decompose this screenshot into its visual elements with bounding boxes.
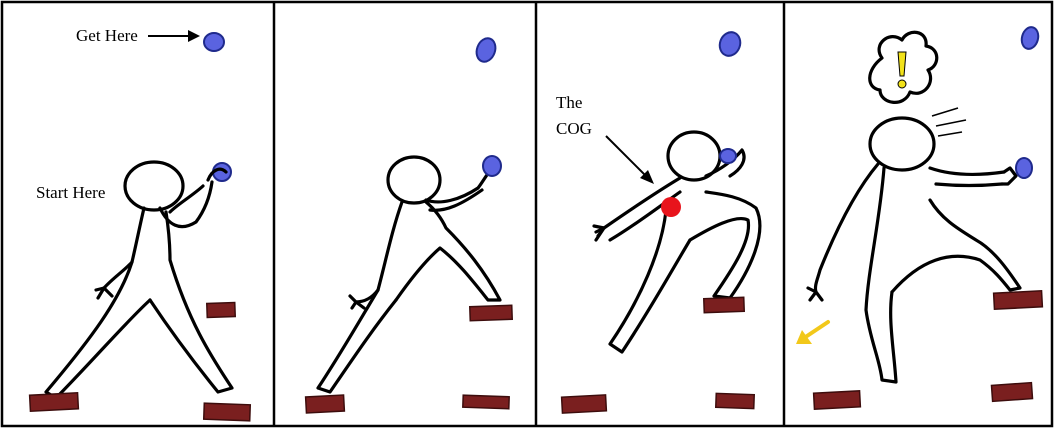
ledge [704,297,744,312]
ledge [207,303,235,318]
hand-hold [1016,158,1032,178]
ledge [991,383,1032,402]
start-here-label: Start Here [36,183,105,202]
hand-hold [720,149,736,163]
ledge [470,305,512,320]
ledge [306,395,345,413]
ledge [204,403,251,421]
ledge [814,391,861,409]
top-hold [204,33,224,51]
ledge [30,393,79,411]
ledge [716,393,754,408]
cog-label-line2: COG [556,119,592,138]
ledge [994,291,1043,309]
ledge [562,395,607,413]
ledge [463,395,509,409]
get-here-label: Get Here [76,26,138,45]
cog-label-line1: The [556,93,582,112]
center-of-gravity-dot [661,197,681,217]
hand-hold [483,156,501,176]
